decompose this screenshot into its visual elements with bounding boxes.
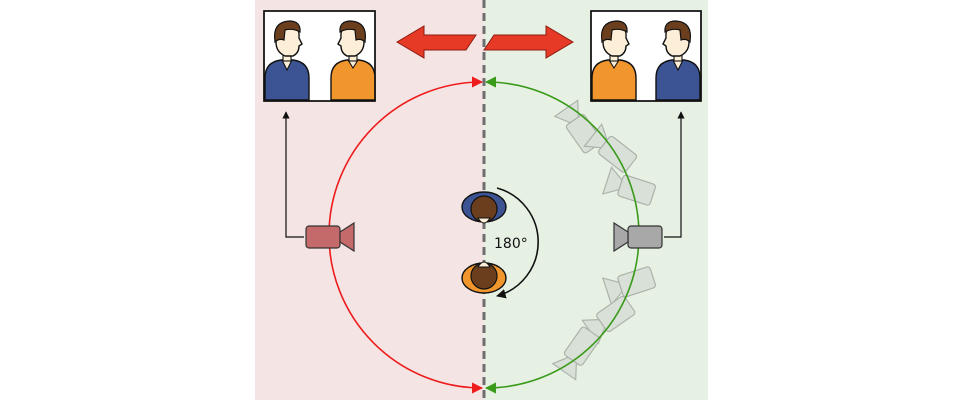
left-shot-frame	[263, 10, 376, 102]
angle-label: 180°	[494, 236, 528, 252]
person-icon	[461, 261, 507, 294]
left-camera-to-frame-arrow	[282, 111, 304, 238]
right-camera-to-frame-arrow	[664, 111, 685, 238]
broken-direction-arrow	[396, 25, 574, 59]
video-camera-icon	[305, 222, 355, 252]
rotation-arc	[496, 187, 539, 299]
person-icon	[461, 191, 507, 224]
video-camera-icon	[613, 222, 663, 252]
right-shot-frame	[590, 10, 702, 102]
